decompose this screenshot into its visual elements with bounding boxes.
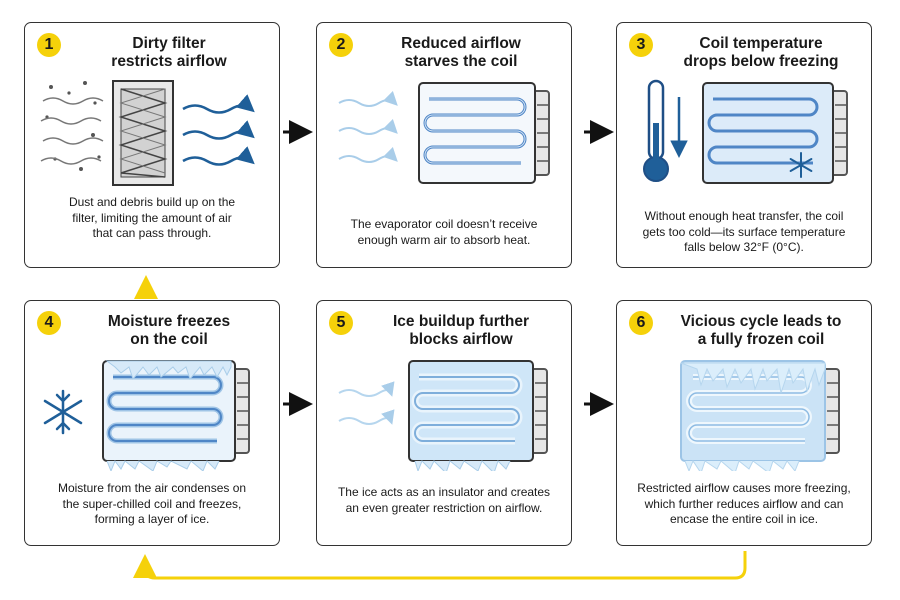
desc-line: forming a layer of ice.: [94, 512, 210, 526]
desc-line: The ice acts as an insulator and creates: [337, 485, 551, 499]
snowflake-icon: [789, 152, 813, 178]
arrow-step6-to-step4: [133, 551, 747, 580]
step-number-badge: 2: [329, 33, 353, 57]
desc-line: filter, limiting the amount of air: [72, 210, 232, 225]
step-number-badge: 4: [37, 311, 61, 335]
desc-line: an even greater restriction on airflow.: [345, 500, 543, 515]
step-illustration: [338, 82, 550, 184]
desc-line: which further reduces airflow and can: [644, 496, 844, 511]
step-3-panel: 3 Coil temperature drops below freezing …: [616, 22, 872, 268]
thermometer-icon: [643, 79, 669, 182]
step-title-line: Ice buildup further: [392, 313, 530, 330]
step-4-panel: 4 Moisture freezes on the coil Moisture …: [24, 300, 280, 546]
step-description: Moisture from the air condenses on the s…: [35, 481, 269, 528]
desc-line: that can pass through.: [92, 226, 212, 240]
desc-line: Dust and debris build up on the: [68, 195, 236, 209]
step-illustration: [338, 360, 548, 471]
step-title-line: Vicious cycle leads to: [680, 313, 842, 330]
step-title-line: Dirty filter: [132, 35, 206, 52]
dirty-filter-icon: [112, 80, 174, 186]
frozen-coil-icon: [680, 360, 840, 471]
step-illustration: [43, 360, 250, 471]
desc-line: gets too cold—its surface temperature: [642, 224, 846, 239]
step-description: Restricted airflow causes more freezing,…: [627, 481, 861, 528]
airflow-arrows-icon: [182, 94, 255, 166]
cold-coil-icon: [702, 82, 848, 184]
step-number-badge: 6: [629, 311, 653, 335]
iced-coil-icon: [408, 360, 548, 471]
step-title-line: drops below freezing: [683, 53, 839, 70]
desc-line: enough warm air to absorb heat.: [357, 232, 531, 247]
step-description: The evaporator coil doesn’t receive enou…: [327, 217, 561, 248]
step-number-badge: 3: [629, 33, 653, 57]
dust-icon: [40, 81, 104, 171]
step-title-line: on the coil: [130, 331, 208, 348]
step-number-badge: 1: [37, 33, 61, 57]
step-2-panel: 2 Reduced airflow starves the coil The e…: [316, 22, 572, 268]
desc-line: the super-chilled coil and freezes,: [62, 496, 242, 511]
desc-line: falls below 32°F (0°C).: [684, 240, 804, 254]
step-title-line: Coil temperature: [699, 35, 823, 52]
desc-line: encase the entire coil in ice.: [669, 512, 819, 526]
step-title-line: blocks airflow: [409, 331, 513, 348]
step-description: Without enough heat transfer, the coil g…: [627, 209, 861, 256]
step-title-line: Moisture freezes: [107, 313, 231, 330]
step-description: Dust and debris build up on the filter, …: [35, 195, 269, 242]
step-title-line: restricts airflow: [111, 53, 227, 70]
step-description: The ice acts as an insulator and creates…: [327, 485, 561, 516]
step-title: Coil temperature drops below freezing: [657, 35, 865, 71]
desc-line: Without enough heat transfer, the coil: [644, 209, 844, 223]
frosted-coil-icon: [102, 360, 250, 471]
desc-line: The evaporator coil doesn’t receive: [350, 217, 538, 231]
step-1-panel: 1 Dirty filter restricts airflow Dust an…: [24, 22, 280, 268]
step-6-panel: 6 Vicious cycle leads to a fully frozen …: [616, 300, 872, 546]
step-illustration: [40, 80, 255, 186]
step-title: Reduced airflow starves the coil: [357, 35, 565, 71]
weak-airflow-icon: [338, 90, 398, 163]
evaporator-coil-icon: [418, 82, 550, 184]
step-illustration: [680, 360, 840, 471]
snowflake-icon: [43, 389, 83, 435]
step-title: Moisture freezes on the coil: [65, 313, 273, 349]
step-number-badge: 5: [329, 311, 353, 335]
desc-line: Moisture from the air condenses on: [57, 481, 247, 495]
step-illustration: [643, 79, 848, 184]
step-title: Vicious cycle leads to a fully frozen co…: [657, 313, 865, 349]
desc-line: Restricted airflow causes more freezing,: [637, 481, 851, 495]
step-title: Ice buildup further blocks airflow: [357, 313, 565, 349]
weak-airflow-icon: [338, 381, 395, 425]
step-title-line: starves the coil: [404, 53, 518, 70]
step-title-line: Reduced airflow: [401, 35, 521, 52]
step-5-panel: 5 Ice buildup further blocks airflow The…: [316, 300, 572, 546]
step-title-line: a fully frozen coil: [697, 331, 825, 348]
step-title: Dirty filter restricts airflow: [65, 35, 273, 71]
